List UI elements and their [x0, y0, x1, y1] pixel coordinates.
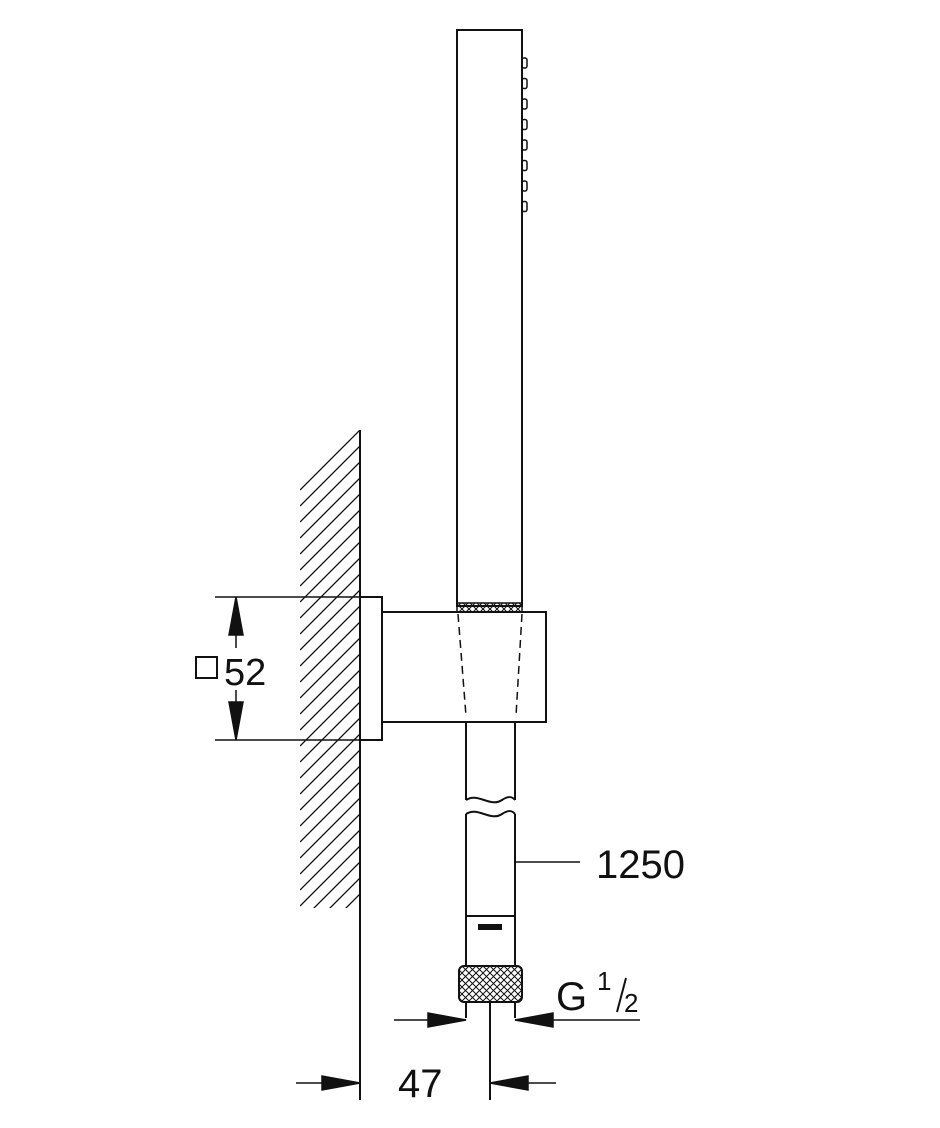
hatch-line — [300, 541, 360, 603]
hatch-line — [300, 733, 360, 795]
hatch-line — [300, 621, 360, 683]
hatch-line — [300, 493, 360, 555]
hand-shower-body — [456, 29, 523, 607]
hatch-line — [300, 477, 360, 539]
hatch-line — [329, 877, 360, 908]
thread-numerator-label: 1 — [597, 966, 611, 996]
thread-fraction-slash — [616, 977, 627, 1013]
nozzle — [521, 98, 528, 110]
shower-cone-hidden-edge — [457, 613, 523, 717]
hatch-line — [313, 861, 360, 908]
spray-nozzles — [521, 57, 528, 213]
hatch-line — [300, 589, 360, 651]
hatch-line — [300, 461, 360, 523]
hatch-line — [300, 781, 360, 843]
wall-offset-label: 47 — [398, 1062, 443, 1106]
thread-prefix-label: G — [556, 975, 587, 1019]
dimension-thread — [394, 1012, 640, 1028]
nozzle — [521, 159, 528, 172]
hatch-line — [300, 958, 360, 1018]
hatch-line — [300, 813, 360, 875]
hatch-line — [300, 685, 360, 747]
hatch-line — [300, 653, 360, 715]
hatch-line — [300, 445, 360, 507]
hatch-line — [300, 974, 360, 1034]
hatch-line — [300, 605, 360, 667]
dimension-wall-offset — [296, 1075, 556, 1091]
hatch-line — [300, 525, 360, 587]
dimension-bracket-height — [215, 596, 360, 741]
hatch-line — [300, 557, 360, 619]
nozzle — [521, 57, 528, 69]
hatch-line — [345, 893, 360, 908]
hose-ferrule — [465, 915, 516, 967]
wall-bracket-plate — [359, 596, 383, 741]
hatch-line — [300, 637, 360, 699]
hatch-line — [300, 573, 360, 635]
nozzle — [521, 180, 528, 192]
hatch-line — [300, 926, 360, 986]
square-symbol-icon — [195, 656, 218, 679]
hatch-line — [300, 669, 360, 731]
hand-shower — [456, 29, 528, 613]
hatch-line — [300, 430, 360, 491]
hatch-line — [300, 845, 360, 907]
hose-break-top — [465, 796, 516, 804]
hose-ferrule-logo — [478, 924, 502, 930]
nozzle — [521, 139, 528, 151]
nozzle — [521, 77, 528, 90]
wall-hatching — [300, 430, 360, 1034]
hatch-line — [300, 509, 360, 571]
bracket-square-label: 52 — [224, 652, 266, 694]
hatch-line — [300, 701, 360, 763]
wall-bracket — [359, 596, 547, 741]
hose-break-bottom — [465, 810, 516, 818]
shower-hose — [458, 722, 523, 1018]
knurled-nut — [458, 965, 523, 1003]
thread-denominator-label: 2 — [624, 988, 638, 1018]
hose-length-label: 1250 — [596, 843, 685, 887]
hatch-line — [300, 749, 360, 811]
shower-collar — [456, 602, 523, 613]
nozzle — [521, 200, 528, 213]
hatch-line — [300, 910, 360, 970]
hatch-line — [300, 829, 360, 891]
hatch-line — [300, 942, 360, 1002]
hatch-line — [300, 765, 360, 827]
hatch-line — [300, 797, 360, 859]
hatch-line — [300, 717, 360, 779]
nozzle — [521, 118, 528, 131]
